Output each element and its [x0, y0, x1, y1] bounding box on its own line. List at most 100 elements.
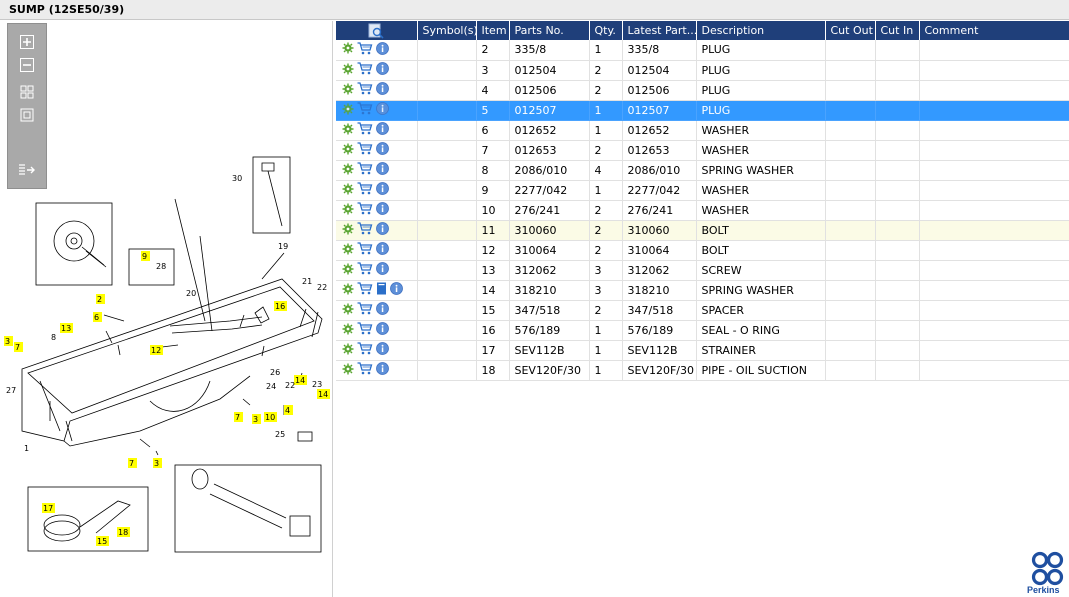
gear-icon[interactable] — [342, 183, 354, 198]
info-icon[interactable] — [376, 322, 389, 338]
cart-icon[interactable] — [357, 42, 373, 58]
gear-icon[interactable] — [342, 63, 354, 78]
info-icon[interactable] — [376, 222, 389, 238]
svg-text:4: 4 — [285, 406, 290, 415]
gear-icon[interactable] — [342, 123, 354, 138]
diagram-pane[interactable]: 2 6 13 8 3 7 12 27 1 9 28 30 19 20 16 21… — [0, 21, 333, 597]
cell-qty: 3 — [589, 260, 623, 281]
cart-icon[interactable] — [357, 102, 373, 118]
cart-icon[interactable] — [357, 122, 373, 138]
cart-icon[interactable] — [357, 262, 373, 278]
column-header-qty[interactable]: Qty. — [589, 21, 623, 40]
info-icon[interactable] — [376, 302, 389, 318]
column-header-cut-in[interactable]: Cut In — [875, 21, 920, 40]
info-icon[interactable] — [376, 242, 389, 258]
cart-icon[interactable] — [357, 222, 373, 238]
gear-icon[interactable] — [342, 323, 354, 338]
gear-icon[interactable] — [342, 303, 354, 318]
cart-icon[interactable] — [357, 242, 373, 258]
info-icon[interactable] — [376, 362, 389, 378]
cart-icon[interactable] — [357, 82, 373, 98]
info-icon[interactable] — [376, 162, 389, 178]
export-icon[interactable] — [17, 161, 37, 179]
cell-cut-out — [825, 80, 876, 101]
svg-text:14: 14 — [318, 390, 328, 399]
column-header-actions[interactable] — [336, 21, 418, 40]
info-icon[interactable] — [376, 262, 389, 278]
info-icon[interactable] — [376, 102, 389, 118]
cell-latest-part: 012504 — [622, 60, 697, 81]
info-icon[interactable] — [376, 142, 389, 158]
cell-parts-no: 310064 — [509, 240, 590, 261]
cart-icon[interactable] — [357, 302, 373, 318]
column-header-item[interactable]: Item — [476, 21, 510, 40]
cell-item: 18 — [476, 360, 510, 381]
cell-description: WASHER — [696, 140, 826, 161]
actual-size-icon[interactable] — [17, 106, 37, 124]
info-icon[interactable] — [376, 342, 389, 358]
info-icon[interactable] — [376, 182, 389, 198]
column-header-latest-part[interactable]: Latest Part... — [622, 21, 697, 40]
column-header-comment[interactable]: Comment — [919, 21, 1069, 40]
cart-icon[interactable] — [357, 162, 373, 178]
search-parts-icon[interactable] — [368, 23, 384, 39]
info-icon[interactable] — [390, 282, 403, 298]
cell-description: WASHER — [696, 120, 826, 141]
column-header-parts-no[interactable]: Parts No. — [509, 21, 590, 40]
cart-icon[interactable] — [357, 362, 373, 378]
gear-icon[interactable] — [342, 263, 354, 278]
book-icon[interactable] — [376, 282, 387, 298]
cart-icon[interactable] — [357, 142, 373, 158]
fit-page-icon[interactable] — [17, 83, 37, 101]
row-actions-cell — [336, 320, 418, 341]
gear-icon[interactable] — [342, 143, 354, 158]
gear-icon[interactable] — [342, 203, 354, 218]
column-header-symbols[interactable]: Symbol(s) — [417, 21, 477, 40]
zoom-in-icon[interactable] — [17, 33, 37, 51]
cart-icon[interactable] — [357, 322, 373, 338]
gear-icon[interactable] — [342, 363, 354, 378]
cell-cut-out — [825, 60, 876, 81]
gear-icon[interactable] — [342, 163, 354, 178]
cell-cut-in — [875, 260, 920, 281]
gear-icon[interactable] — [342, 243, 354, 258]
info-icon[interactable] — [376, 122, 389, 138]
cart-icon[interactable] — [357, 202, 373, 218]
info-icon[interactable] — [376, 202, 389, 218]
info-icon[interactable] — [376, 82, 389, 98]
row-actions-cell — [336, 200, 418, 221]
cart-icon[interactable] — [357, 182, 373, 198]
cart-icon[interactable] — [357, 62, 373, 78]
gear-icon[interactable] — [342, 223, 354, 238]
gear-icon[interactable] — [342, 42, 354, 57]
gear-icon[interactable] — [342, 343, 354, 358]
column-header-cut-out[interactable]: Cut Out — [825, 21, 876, 40]
cart-icon[interactable] — [357, 342, 373, 358]
svg-text:24: 24 — [266, 382, 276, 391]
zoom-out-icon[interactable] — [17, 56, 37, 74]
info-icon[interactable] — [376, 41, 389, 58]
gear-icon[interactable] — [342, 283, 354, 298]
column-header-description[interactable]: Description — [696, 21, 826, 40]
gear-icon[interactable] — [342, 103, 354, 118]
cart-icon[interactable] — [357, 282, 373, 298]
info-icon[interactable] — [376, 62, 389, 78]
gear-icon[interactable] — [342, 83, 354, 98]
